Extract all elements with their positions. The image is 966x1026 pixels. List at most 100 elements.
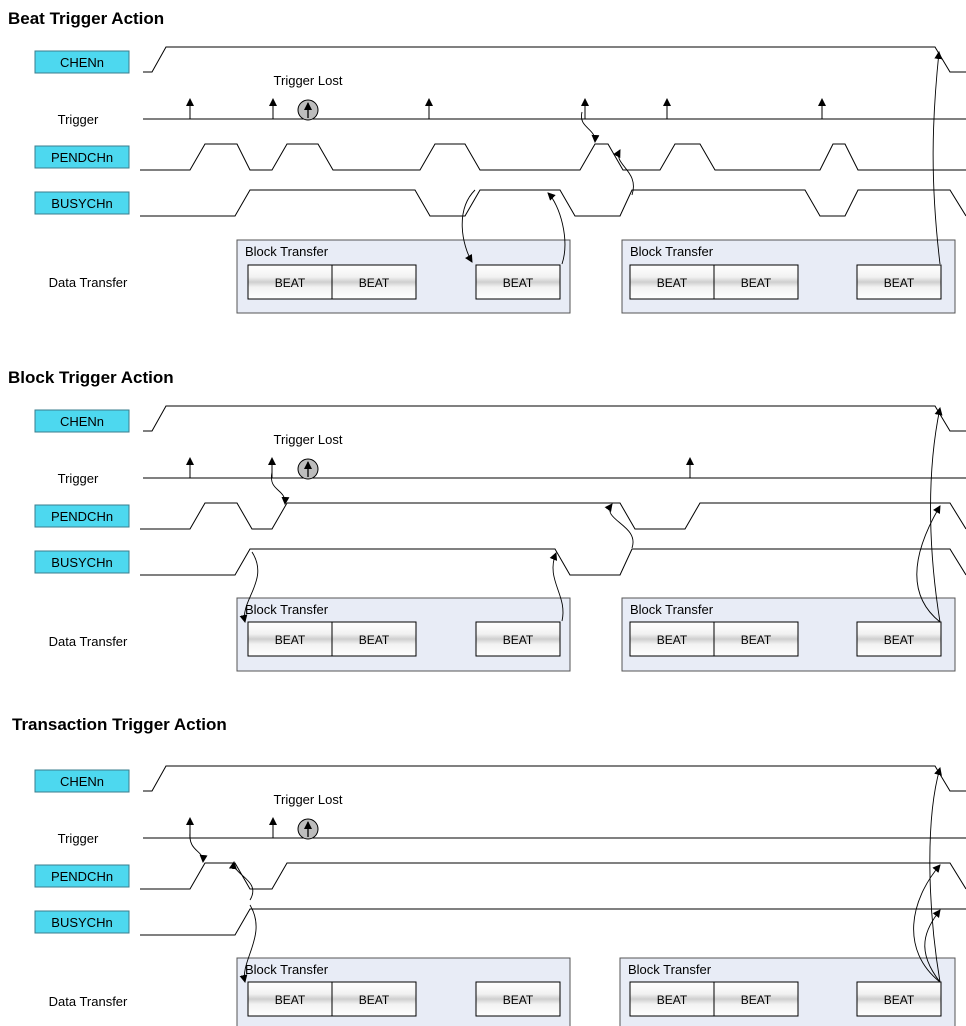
beat-label: BEAT — [657, 993, 688, 1007]
beat-label: BEAT — [275, 993, 306, 1007]
busychn-waveform — [140, 548, 966, 576]
data-transfer-label: Data Transfer — [49, 634, 128, 649]
section-title: Transaction Trigger Action — [12, 715, 227, 734]
trigger-label: Trigger — [58, 471, 99, 486]
block-transfer-label: Block Transfer — [630, 602, 714, 617]
busychn-label: BUSYCHn — [51, 915, 112, 930]
beat-box — [247, 621, 333, 657]
beat-label: BEAT — [884, 633, 915, 647]
trigger-lost-label: Trigger Lost — [274, 73, 343, 88]
section-title: Block Trigger Action — [8, 368, 174, 387]
beat-box — [331, 981, 417, 1017]
pendchn-label-box — [34, 864, 130, 888]
beat-label: BEAT — [657, 276, 688, 290]
beat-box — [247, 264, 333, 300]
chenn-label: CHENn — [60, 414, 104, 429]
chenn-waveform — [143, 46, 966, 73]
beat-box — [856, 621, 942, 657]
busychn-label: BUSYCHn — [51, 196, 112, 211]
beat-label: BEAT — [359, 276, 390, 290]
beat-box — [475, 621, 561, 657]
causal-arrow — [932, 51, 943, 265]
chenn-waveform — [143, 405, 966, 432]
pendchn-label-box — [34, 504, 130, 528]
causal-arrow — [239, 904, 257, 983]
section-title: Beat Trigger Action — [8, 9, 164, 28]
beat-box — [629, 981, 715, 1017]
chenn-label: CHENn — [60, 55, 104, 70]
beat-box — [247, 981, 333, 1017]
trigger-label: Trigger — [58, 112, 99, 127]
chenn-label-box — [34, 409, 130, 433]
busychn-label: BUSYCHn — [51, 555, 112, 570]
causal-arrow — [228, 861, 254, 901]
beat-box — [856, 264, 942, 300]
causal-arrow — [604, 503, 634, 549]
beat-label: BEAT — [503, 276, 534, 290]
chenn-label-box — [34, 769, 130, 793]
busychn-waveform — [140, 908, 966, 936]
causal-arrow — [461, 189, 476, 263]
causal-arrow — [549, 552, 564, 622]
beat-box — [713, 981, 799, 1017]
causal-arrow — [916, 505, 941, 623]
beat-box — [331, 621, 417, 657]
beat-label: BEAT — [741, 993, 772, 1007]
causal-arrow — [613, 149, 634, 196]
causal-arrow — [271, 471, 290, 505]
causal-arrow — [924, 909, 941, 983]
beat-label: BEAT — [657, 633, 688, 647]
busychn-label-box — [34, 910, 130, 934]
block-transfer-label: Block Transfer — [245, 962, 329, 977]
pendchn-waveform — [140, 862, 966, 890]
beat-box — [331, 264, 417, 300]
pendchn-label: PENDCHn — [51, 509, 113, 524]
pendchn-waveform — [140, 143, 966, 171]
trigger-lost-label: Trigger Lost — [274, 432, 343, 447]
beat-label: BEAT — [359, 993, 390, 1007]
beat-box — [629, 264, 715, 300]
trigger-lost-label: Trigger Lost — [274, 792, 343, 807]
chenn-label-box — [34, 50, 130, 74]
pendchn-label-box — [34, 145, 130, 169]
beat-box — [713, 264, 799, 300]
block-transfer-label: Block Transfer — [245, 602, 329, 617]
chenn-waveform — [143, 765, 966, 792]
busychn-waveform — [140, 189, 966, 217]
beat-label: BEAT — [275, 276, 306, 290]
chenn-label: CHENn — [60, 774, 104, 789]
beat-box — [713, 621, 799, 657]
causal-arrow — [913, 864, 941, 983]
busychn-label-box — [34, 550, 130, 574]
beat-label: BEAT — [884, 993, 915, 1007]
beat-box — [629, 621, 715, 657]
causal-arrow — [547, 192, 566, 265]
causal-arrow — [581, 111, 600, 143]
data-transfer-label: Data Transfer — [49, 994, 128, 1009]
pendchn-waveform — [140, 502, 966, 530]
causal-arrow — [930, 407, 943, 623]
beat-label: BEAT — [503, 993, 534, 1007]
pendchn-label: PENDCHn — [51, 869, 113, 884]
beat-label: BEAT — [503, 633, 534, 647]
pendchn-label: PENDCHn — [51, 150, 113, 165]
busychn-label-box — [34, 191, 130, 215]
data-transfer-label: Data Transfer — [49, 275, 128, 290]
beat-box — [475, 264, 561, 300]
beat-box — [856, 981, 942, 1017]
beat-label: BEAT — [884, 276, 915, 290]
beat-box — [475, 981, 561, 1017]
block-transfer-label: Block Transfer — [630, 244, 714, 259]
beat-label: BEAT — [741, 633, 772, 647]
section-3: Transaction Trigger ActionCHENnPENDCHnBU… — [12, 715, 966, 1026]
trigger-label: Trigger — [58, 831, 99, 846]
beat-label: BEAT — [741, 276, 772, 290]
